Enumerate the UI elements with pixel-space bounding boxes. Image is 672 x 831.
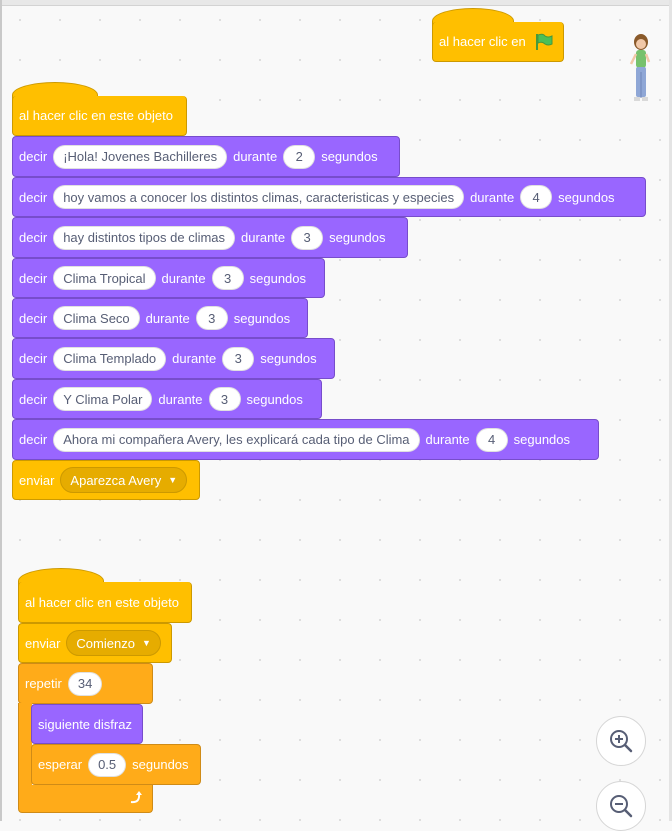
dropdown-value: Aparezca Avery xyxy=(70,472,162,488)
during-label: durante xyxy=(145,310,190,326)
during-label: durante xyxy=(470,189,515,205)
say-block[interactable]: decir Y Clima Polar durante 3 segundos xyxy=(12,379,322,419)
repeat-block-footer xyxy=(18,785,153,813)
say-block[interactable]: decir ¡Hola! Jovenes Bachilleres durante… xyxy=(12,136,400,177)
next-costume-label: siguiente disfraz xyxy=(38,716,132,732)
seconds-label: segundos xyxy=(321,149,378,164)
broadcast-verb: enviar xyxy=(19,472,55,488)
broadcast-message-dropdown[interactable]: Comienzo ▼ xyxy=(66,630,161,656)
during-label: durante xyxy=(161,270,206,286)
dropdown-value: Comienzo xyxy=(76,635,135,651)
wait-seconds-input[interactable]: 0.5 xyxy=(88,752,127,777)
seconds-label: segundos xyxy=(233,310,291,326)
say-verb: decir xyxy=(19,270,48,286)
say-message-input[interactable]: Clima Seco xyxy=(53,306,140,330)
hat-label: al hacer clic en xyxy=(439,34,526,49)
seconds-input[interactable]: 3 xyxy=(211,266,244,290)
say-verb: decir xyxy=(19,230,48,245)
seconds-input[interactable]: 3 xyxy=(222,346,255,371)
say-message-input[interactable]: hay distintos tipos de climas xyxy=(53,225,236,250)
seconds-label: segundos xyxy=(246,391,303,407)
seconds-input[interactable]: 2 xyxy=(283,144,316,169)
seconds-label: segundos xyxy=(249,270,307,286)
during-label: durante xyxy=(425,432,470,447)
broadcast-verb: enviar xyxy=(25,635,61,651)
say-message-input[interactable]: ¡Hola! Jovenes Bachilleres xyxy=(53,144,228,169)
say-block[interactable]: decir Clima Seco durante 3 segundos xyxy=(12,298,308,338)
seconds-input[interactable]: 4 xyxy=(475,427,508,452)
say-block[interactable]: decir hay distintos tipos de climas dura… xyxy=(12,217,408,258)
repeat-arrow-icon xyxy=(130,791,142,804)
during-label: durante xyxy=(158,391,203,407)
zoom-out-icon xyxy=(610,795,633,818)
say-verb: decir xyxy=(19,351,48,366)
seconds-input[interactable]: 3 xyxy=(291,225,324,250)
chevron-down-icon: ▼ xyxy=(168,475,178,485)
say-block[interactable]: decir hoy vamos a conocer los distintos … xyxy=(12,177,646,217)
say-message-input[interactable]: hoy vamos a conocer los distintos climas… xyxy=(53,185,465,209)
say-verb: decir xyxy=(19,149,48,164)
say-message-input[interactable]: Ahora mi compañera Avery, les explicará … xyxy=(53,427,420,452)
when-sprite-clicked-block[interactable]: al hacer clic en este objeto xyxy=(12,96,187,136)
during-label: durante xyxy=(233,149,278,164)
seconds-label: segundos xyxy=(132,757,189,772)
workspace-top-edge xyxy=(0,0,672,6)
repeat-count-input[interactable]: 34 xyxy=(67,671,103,696)
say-message-input[interactable]: Clima Templado xyxy=(53,346,167,371)
say-verb: decir xyxy=(19,432,48,447)
broadcast-block[interactable]: enviar Aparezca Avery ▼ xyxy=(12,460,200,500)
say-block[interactable]: decir Clima Tropical durante 3 segundos xyxy=(12,258,325,298)
say-block[interactable]: decir Clima Templado durante 3 segundos xyxy=(12,338,335,379)
seconds-label: segundos xyxy=(558,189,615,205)
say-verb: decir xyxy=(19,391,48,407)
seconds-label: segundos xyxy=(260,351,317,366)
green-flag-icon xyxy=(535,33,553,50)
chevron-down-icon: ▼ xyxy=(141,638,151,648)
zoom-out-button[interactable] xyxy=(596,781,646,831)
zoom-in-button[interactable] xyxy=(596,716,646,766)
hat-label: al hacer clic en este objeto xyxy=(25,594,179,610)
during-label: durante xyxy=(172,351,217,366)
say-verb: decir xyxy=(19,189,48,205)
repeat-verb: repetir xyxy=(25,676,62,691)
wait-block[interactable]: esperar 0.5 segundos xyxy=(31,744,201,785)
seconds-input[interactable]: 4 xyxy=(520,185,553,209)
wait-verb: esperar xyxy=(38,757,83,772)
seconds-label: segundos xyxy=(329,230,386,245)
repeat-block[interactable]: repetir 34 xyxy=(18,663,153,704)
say-verb: decir xyxy=(19,310,48,326)
hat-label: al hacer clic en este objeto xyxy=(19,108,173,123)
sprite-avery-icon[interactable] xyxy=(626,32,656,106)
seconds-label: segundos xyxy=(513,432,571,447)
say-message-input[interactable]: Clima Tropical xyxy=(53,266,156,290)
repeat-block-wall xyxy=(18,703,32,786)
seconds-input[interactable]: 3 xyxy=(208,387,241,411)
seconds-input[interactable]: 3 xyxy=(195,306,228,330)
during-label: durante xyxy=(241,230,286,245)
when-sprite-clicked-block[interactable]: al hacer clic en este objeto xyxy=(18,582,192,623)
workspace-scrollbar[interactable] xyxy=(669,0,672,821)
zoom-in-icon xyxy=(610,730,633,753)
workspace-left-edge xyxy=(0,0,2,821)
broadcast-message-dropdown[interactable]: Aparezca Avery ▼ xyxy=(60,467,188,493)
broadcast-block[interactable]: enviar Comienzo ▼ xyxy=(18,623,172,663)
say-message-input[interactable]: Y Clima Polar xyxy=(53,387,153,411)
next-costume-block[interactable]: siguiente disfraz xyxy=(31,704,143,744)
when-flag-clicked-block[interactable]: al hacer clic en xyxy=(432,22,564,62)
say-block[interactable]: decir Ahora mi compañera Avery, les expl… xyxy=(12,419,599,460)
